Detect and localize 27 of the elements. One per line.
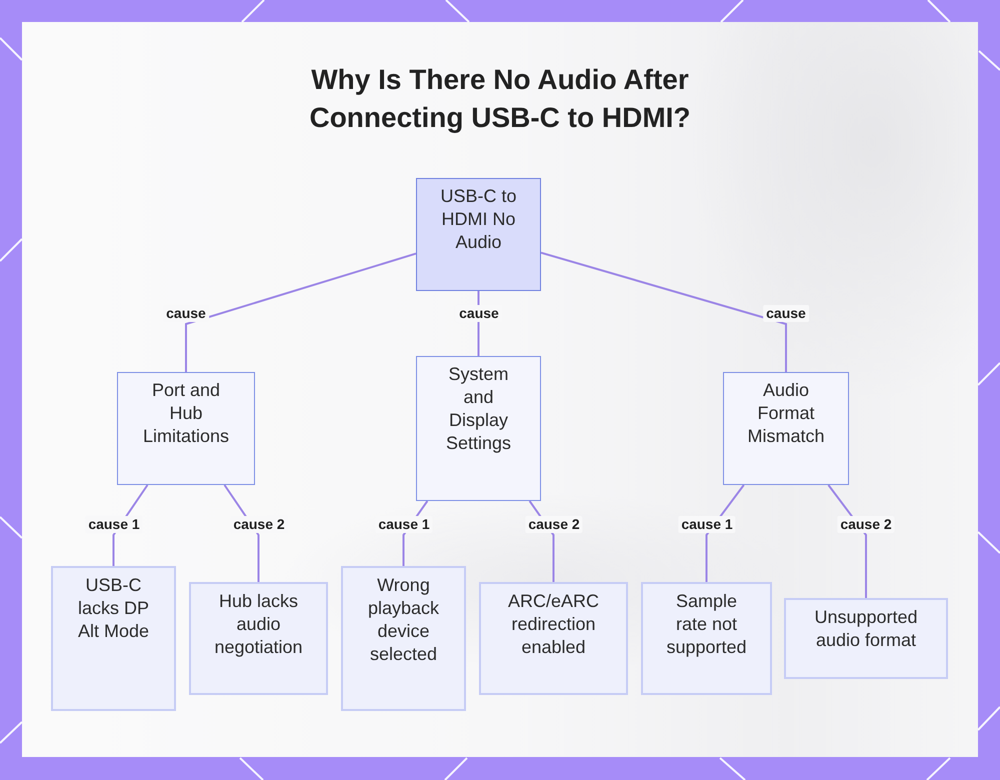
- node-text: USB-C to HDMI No Audio: [439, 185, 518, 254]
- cause-box: [189, 582, 328, 695]
- cause-box: [341, 566, 466, 711]
- node-text: Unsupported audio format: [813, 606, 919, 652]
- node-text: System and Display Settings: [444, 363, 512, 455]
- cause-box: [641, 582, 772, 695]
- node-text: Hub lacks audio negotiation: [213, 590, 304, 659]
- edge-label: cause: [763, 305, 809, 322]
- node-text: Sample rate not supported: [665, 590, 748, 659]
- node-text: ARC/eARC redirection enabled: [506, 590, 600, 659]
- node-text: Audio Format Mismatch: [746, 379, 826, 448]
- edge-label: cause 2: [525, 516, 583, 533]
- cause-box: [479, 582, 628, 695]
- category-box: [416, 356, 541, 501]
- connector-line: [185, 252, 416, 372]
- cause-box: [784, 598, 948, 679]
- node-text: Wrong playback device selected: [366, 574, 440, 666]
- node-text: Port and Hub Limitations: [142, 379, 230, 448]
- category-box: [723, 372, 849, 485]
- edge-label: cause 1: [678, 516, 736, 533]
- problem-box: [416, 178, 541, 291]
- category-box: [117, 372, 255, 485]
- node-text: USB-C lacks DP Alt Mode: [76, 574, 150, 643]
- connector-line: [540, 252, 787, 372]
- cause-box: [51, 566, 176, 711]
- diagram-title: Why Is There No Audio After Connecting USB-C to HDMI?: [308, 63, 692, 135]
- edge-label: cause 2: [837, 516, 895, 533]
